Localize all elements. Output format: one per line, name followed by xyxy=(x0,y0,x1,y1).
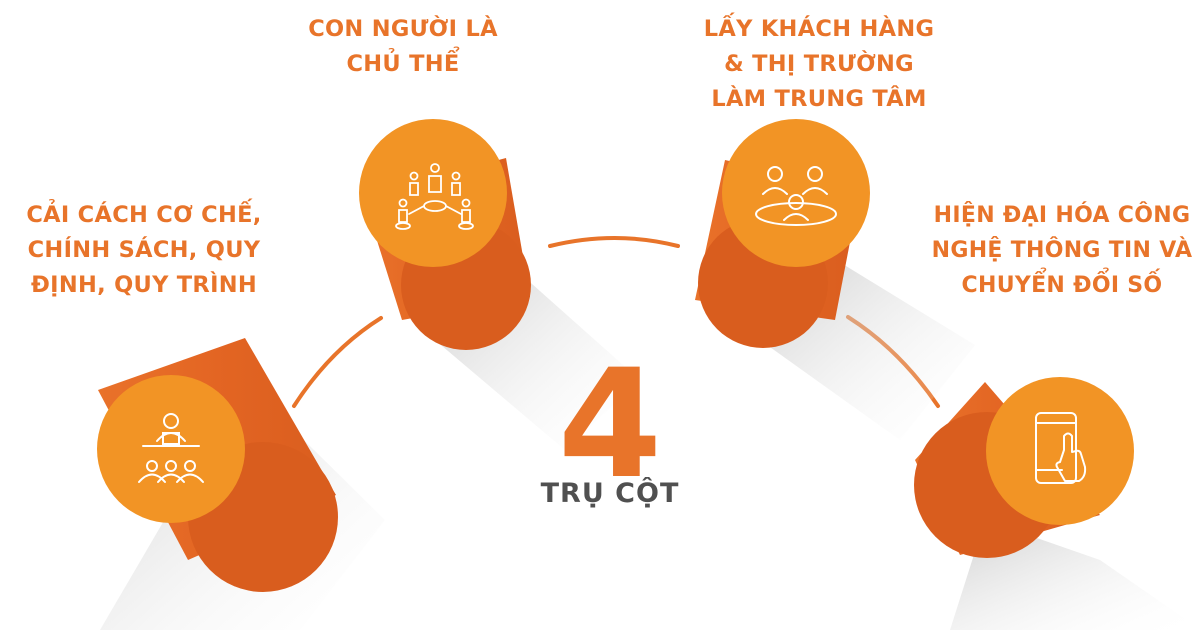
pillar-2-label-line-1: CON NGƯỜI LÀ xyxy=(308,16,498,42)
pillar-1-label-line-2: CHÍNH SÁCH, QUY xyxy=(27,237,261,263)
center-caption: TRỤ CỘT xyxy=(540,478,680,509)
pillar-4-label-line-3: CHUYỂN ĐỔI SỐ xyxy=(961,273,1163,298)
pillar-4 xyxy=(914,377,1201,630)
pillar-1-label: CẢI CÁCH CƠ CHẾ, CHÍNH SÁCH, QUY ĐỊNH, Q… xyxy=(10,198,278,303)
pillar-1-label-line-1: CẢI CÁCH CƠ CHẾ, xyxy=(26,202,262,228)
presentation-audience-icon xyxy=(138,413,204,483)
pillar-2-label: CON NGƯỜI LÀ CHỦ THỂ xyxy=(288,12,518,82)
meeting-table-icon xyxy=(755,166,837,226)
center-number: 4 xyxy=(557,338,663,512)
pillar-4-label-line-1: HIỆN ĐẠI HÓA CÔNG xyxy=(933,203,1191,228)
pillar-2-label-line-2: CHỦ THỂ xyxy=(346,51,460,77)
pillar-3-label-line-3: LÀM TRUNG TÂM xyxy=(711,86,927,112)
pillar-2-face xyxy=(359,119,507,267)
pillar-1-face xyxy=(97,375,245,523)
pillar-1 xyxy=(97,338,385,630)
pillar-2 xyxy=(359,119,640,450)
people-network-icon xyxy=(395,163,474,230)
pillar-4-label-line-2: NGHỆ THÔNG TIN VÀ xyxy=(931,238,1193,263)
pillar-1-label-line-3: ĐỊNH, QUY TRÌNH xyxy=(31,272,257,298)
pillar-3 xyxy=(695,119,975,440)
pillar-3-label: LẤY KHÁCH HÀNG & THỊ TRƯỜNG LÀM TRUNG TÂ… xyxy=(680,12,958,117)
smartphone-touch-icon xyxy=(1035,412,1087,484)
pillar-4-face xyxy=(986,377,1134,525)
pillar-3-face xyxy=(722,119,870,267)
pillar-3-label-line-1: LẤY KHÁCH HÀNG xyxy=(703,16,935,42)
pillar-4-label: HIỆN ĐẠI HÓA CÔNG NGHỆ THÔNG TIN VÀ CHUY… xyxy=(924,198,1200,303)
pillar-3-label-line-2: & THỊ TRƯỜNG xyxy=(724,51,914,77)
